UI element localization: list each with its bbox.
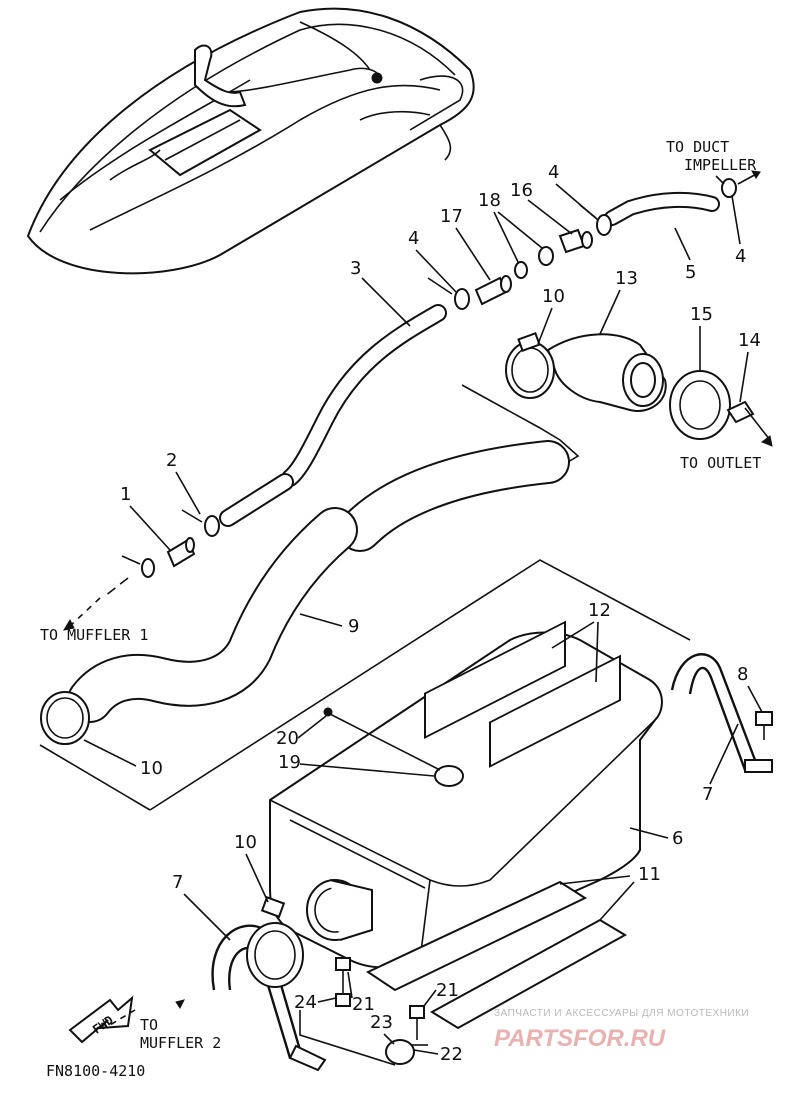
diagram-code: FN8100-4210 <box>46 1062 145 1080</box>
band-7a <box>670 653 773 773</box>
callout-3: 3 <box>350 258 361 279</box>
callout-12: 12 <box>588 600 611 621</box>
gasket-15 <box>669 370 731 440</box>
callout-10-left: 10 <box>140 758 163 779</box>
bolt-8 <box>755 711 773 740</box>
washer-18b <box>538 246 554 266</box>
elbow-13 <box>546 333 667 412</box>
callout-5: 5 <box>685 262 696 283</box>
pad-11 <box>365 880 627 1030</box>
callouts: 4 4 5 16 18 17 4 3 13 10 15 14 2 1 9 12 … <box>83 162 763 1065</box>
callout-10-top: 10 <box>542 286 565 307</box>
watercraft-illustration <box>26 7 475 275</box>
callout-8: 8 <box>737 664 748 685</box>
hose-5 <box>604 191 720 226</box>
callout-2: 2 <box>166 450 177 471</box>
callout-18: 18 <box>478 190 501 211</box>
hose-clamp-10b <box>40 691 90 745</box>
callout-1: 1 <box>120 484 131 505</box>
pipe-20 <box>325 711 441 771</box>
washer-18a <box>514 261 528 279</box>
hose-clamp-4b <box>596 214 612 236</box>
callout-7-right: 7 <box>702 784 713 805</box>
fitting-17 <box>474 275 512 306</box>
assembly-outline-bottom <box>299 1010 396 1066</box>
callout-23: 23 <box>370 1012 393 1033</box>
callout-15: 15 <box>690 304 713 325</box>
hose-clamp-4a <box>454 288 470 310</box>
callout-4-left: 4 <box>408 228 419 249</box>
label-to: TO <box>140 1016 158 1034</box>
callout-4-right: 4 <box>735 246 746 267</box>
clamp-22 <box>385 1039 428 1065</box>
callout-14: 14 <box>738 330 761 351</box>
callout-17: 17 <box>440 206 463 227</box>
assembly-outline-box <box>149 559 691 811</box>
callout-7-left: 7 <box>172 872 183 893</box>
callout-19: 19 <box>278 752 301 773</box>
callout-21-right: 21 <box>436 980 459 1001</box>
bolt-14 <box>726 400 773 447</box>
hose-clamp-1 <box>141 558 155 578</box>
callout-22: 22 <box>440 1044 463 1065</box>
hose-9 <box>67 440 570 723</box>
label-impeller: IMPELLER <box>684 156 757 174</box>
hose-3 <box>219 304 447 527</box>
label-to-muffler-1: TO MUFFLER 1 <box>40 626 148 644</box>
watermark-tagline: ЗАПЧАСТИ И АКСЕССУАРЫ ДЛЯ МОТОТЕХНИКИ <box>494 1008 749 1019</box>
callout-21-left: 21 <box>352 994 375 1015</box>
callout-24: 24 <box>294 992 317 1013</box>
bolt-21a <box>335 957 351 1007</box>
assembly-outline-left <box>39 744 151 811</box>
hose-clamp-4c <box>721 178 737 198</box>
callout-10-bottom: 10 <box>234 832 257 853</box>
callout-11: 11 <box>638 864 661 885</box>
hose-clamp-2 <box>204 515 220 537</box>
callout-16: 16 <box>510 180 533 201</box>
label-muffler-2: MUFFLER 2 <box>140 1034 221 1052</box>
callout-6: 6 <box>672 828 683 849</box>
callout-13: 13 <box>615 268 638 289</box>
label-to-duct: TO DUCT <box>666 138 729 156</box>
label-to-outlet: TO OUTLET <box>680 454 761 472</box>
fitting-16 <box>558 228 593 254</box>
hose-clamp-10a <box>505 341 555 399</box>
grommet-19 <box>434 765 464 787</box>
bolt-21b <box>409 1005 425 1040</box>
fitting-1 <box>166 537 196 568</box>
fwd-arrow: FWD <box>68 995 134 1044</box>
inlet-pipe <box>306 879 373 941</box>
callout-9: 9 <box>348 616 359 637</box>
callout-4-top: 4 <box>548 162 559 183</box>
callout-20: 20 <box>276 728 299 749</box>
watermark-logo: PARTSFOR.RU <box>494 1025 666 1052</box>
